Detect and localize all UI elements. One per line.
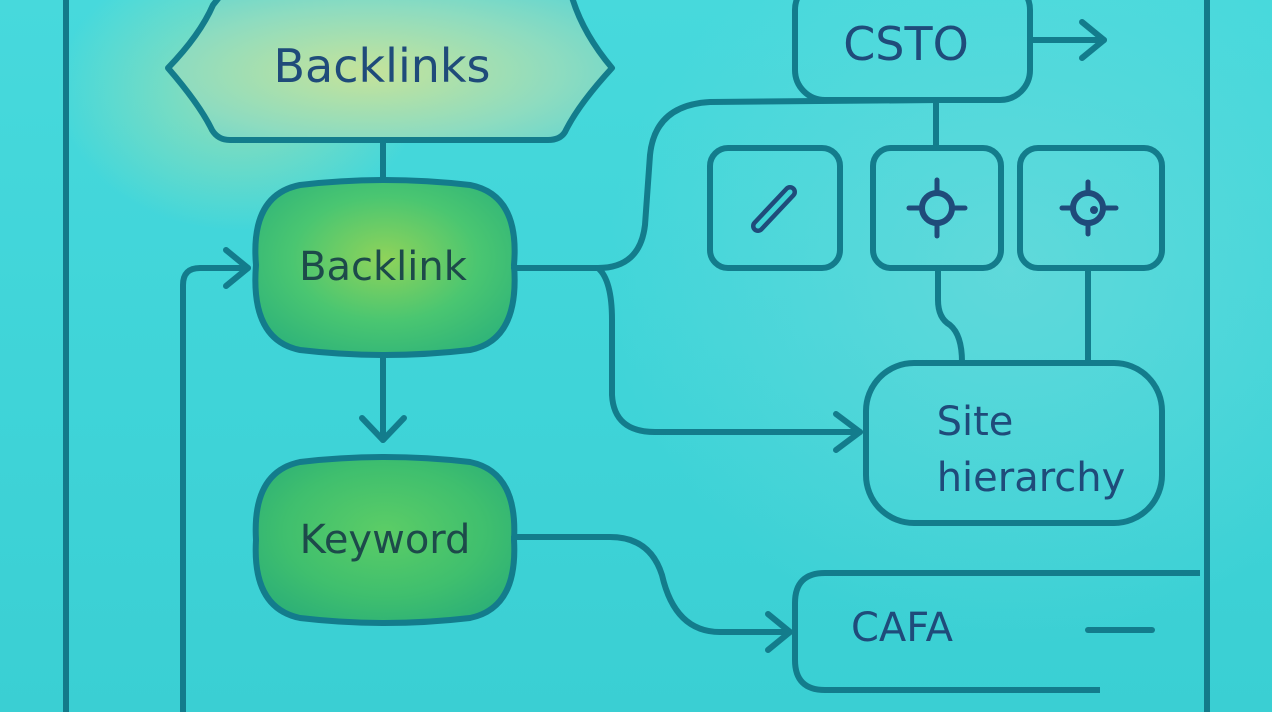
gear-icon xyxy=(1059,179,1119,237)
gear-icon-box-2[interactable] xyxy=(1017,145,1165,271)
site-hierarchy-label-line2: hierarchy xyxy=(937,455,1126,501)
backlinks-label: Backlinks xyxy=(274,39,491,93)
site-hierarchy-label-line1: Site xyxy=(937,399,1014,445)
edge-loop-to-backlink xyxy=(180,265,251,712)
site-hierarchy-node[interactable]: Site hierarchy xyxy=(863,360,1165,526)
edge-backlink-to-site-hierarchy xyxy=(595,265,863,435)
backlinks-node[interactable]: Backlinks xyxy=(165,0,615,143)
link-icon xyxy=(751,185,797,233)
csto-label: CSTO xyxy=(843,17,969,71)
arrowhead-site-hierarchy xyxy=(833,411,863,453)
edge-backlink-to-csto xyxy=(511,97,943,271)
backlink-node[interactable]: Backlink xyxy=(252,177,518,358)
edge-gear-to-site-hierarchy xyxy=(935,267,965,365)
link-icon-box[interactable] xyxy=(707,145,843,271)
keyword-node[interactable]: Keyword xyxy=(252,454,518,626)
arrowhead-csto-out xyxy=(1079,19,1107,61)
arrowhead-backlink xyxy=(223,247,251,289)
arrowhead-cafa xyxy=(765,611,793,653)
edge-keyword-to-cafa xyxy=(511,534,793,635)
gear-icon xyxy=(906,177,968,239)
gear-icon-box-1[interactable] xyxy=(870,145,1004,271)
cafa-label: CAFA xyxy=(851,605,954,651)
arrowhead-keyword xyxy=(359,415,407,443)
csto-node[interactable]: CSTO xyxy=(792,0,1033,103)
keyword-label: Keyword xyxy=(300,517,471,563)
backlink-label: Backlink xyxy=(299,244,468,290)
cafa-node[interactable]: CAFA xyxy=(792,570,1200,693)
